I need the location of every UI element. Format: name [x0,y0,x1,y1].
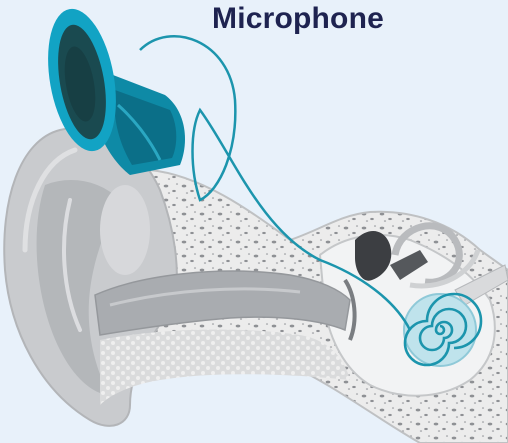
tragus [100,185,150,275]
soft-tissue [100,330,350,405]
